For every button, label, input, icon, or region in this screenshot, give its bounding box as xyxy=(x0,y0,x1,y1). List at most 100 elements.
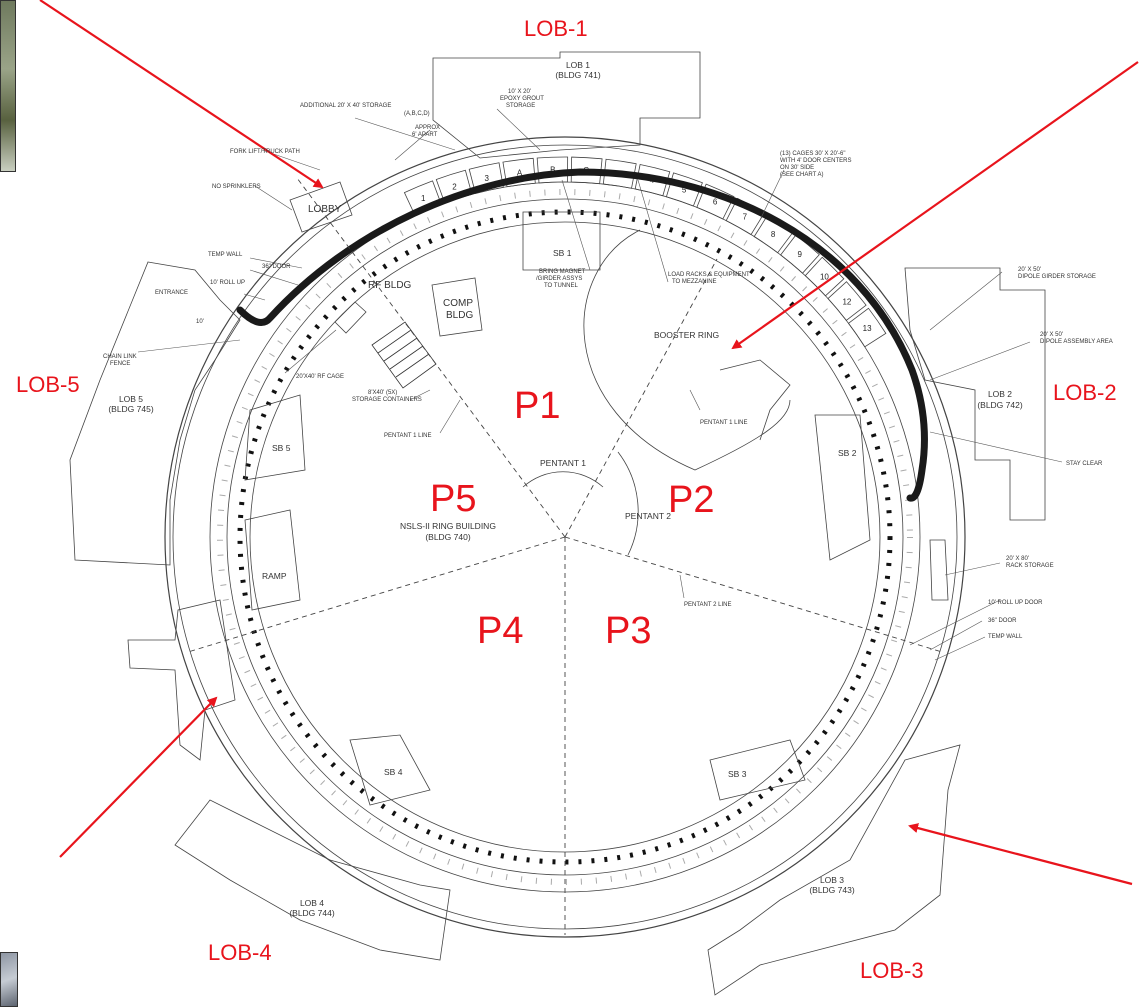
svg-text:20' X 50': 20' X 50' xyxy=(1018,267,1041,273)
svg-text:(BLDG 744): (BLDG 744) xyxy=(289,908,335,918)
cage-label: 13 xyxy=(863,324,872,333)
arrow-bottom-left xyxy=(59,696,218,858)
svg-text:FENCE: FENCE xyxy=(110,361,130,367)
sb2-outline xyxy=(814,414,871,561)
cage-box xyxy=(827,281,867,321)
label-p4: P4 xyxy=(477,610,523,652)
cage-box xyxy=(502,157,536,188)
storage-containers xyxy=(371,321,437,389)
ring-dots xyxy=(237,209,893,865)
svg-text:10' ROLL UP: 10' ROLL UP xyxy=(210,280,245,286)
label-lob4: LOB-4 xyxy=(208,940,272,965)
svg-text:ENTRANCE: ENTRANCE xyxy=(155,290,188,296)
svg-text:(BLDG 740): (BLDG 740) xyxy=(425,532,471,542)
cage-label: 8 xyxy=(771,230,776,239)
label-lob2: LOB-2 xyxy=(1053,380,1117,405)
cage-box xyxy=(665,172,703,207)
lob5-annex xyxy=(127,599,236,761)
sb5-outline xyxy=(244,394,306,481)
svg-text:20' X 50': 20' X 50' xyxy=(1040,332,1063,338)
lob4-outline xyxy=(174,799,451,961)
ramp-outline xyxy=(244,509,301,611)
svg-text:TO MEZZANINE: TO MEZZANINE xyxy=(672,279,717,285)
svg-text:BOOSTER RING: BOOSTER RING xyxy=(654,330,719,340)
label-lob5: LOB-5 xyxy=(16,372,80,397)
svg-text:(BLDG 745): (BLDG 745) xyxy=(108,404,154,414)
svg-text:TO TUNNEL: TO TUNNEL xyxy=(544,283,578,289)
lob1-outline xyxy=(432,51,701,159)
cage-label: 2 xyxy=(452,183,457,192)
svg-text:10': 10' xyxy=(196,319,204,325)
svg-text:20'X40' RF CAGE: 20'X40' RF CAGE xyxy=(296,374,344,380)
cage-label: 5 xyxy=(682,185,687,194)
svg-text:APPROX: APPROX xyxy=(415,125,440,131)
cage-box xyxy=(696,183,735,220)
svg-text:10' X 20': 10' X 20' xyxy=(508,89,531,95)
svg-text:SB 4: SB 4 xyxy=(384,767,403,777)
svg-text:8'X40' (5X): 8'X40' (5X) xyxy=(368,390,397,396)
label-p5: P5 xyxy=(430,478,476,520)
svg-text:(BLDG 742): (BLDG 742) xyxy=(977,400,1023,410)
cage-label: A xyxy=(517,168,523,177)
forklift-path xyxy=(236,168,928,502)
svg-text:PENTANT 1 LINE: PENTANT 1 LINE xyxy=(384,433,431,439)
lob3-outline xyxy=(707,744,961,996)
svg-text:LOB 2: LOB 2 xyxy=(988,389,1012,399)
svg-text:LOB 1: LOB 1 xyxy=(566,60,590,70)
svg-text:20' X 80': 20' X 80' xyxy=(1006,556,1029,562)
svg-text:RF BLDG: RF BLDG xyxy=(368,280,412,291)
svg-text:SB 5: SB 5 xyxy=(272,443,291,453)
svg-text:RAMP: RAMP xyxy=(262,571,287,581)
svg-text:SB 3: SB 3 xyxy=(728,769,747,779)
svg-text:(A,B,C,D): (A,B,C,D) xyxy=(404,111,430,117)
svg-text:6' APART: 6' APART xyxy=(412,132,438,138)
svg-text:LOAD RACKS & EQUIPMENT: LOAD RACKS & EQUIPMENT xyxy=(668,272,750,278)
svg-text:STAY CLEAR: STAY CLEAR xyxy=(1066,461,1103,467)
photo-thumbnail-top xyxy=(0,0,16,172)
arrow-bottom-right xyxy=(908,823,1133,886)
svg-text:NSLS-II RING BUILDING: NSLS-II RING BUILDING xyxy=(400,521,496,531)
cage-label: 9 xyxy=(798,250,803,259)
label-p3: P3 xyxy=(605,610,651,652)
area-labels: LOBBY RF BLDG COMP BLDG BOOSTER RING PEN… xyxy=(262,204,857,779)
cage-label: 12 xyxy=(842,297,851,306)
svg-text:LOB 4: LOB 4 xyxy=(300,898,324,908)
pentant1-arc xyxy=(522,471,604,488)
svg-text:LOB 5: LOB 5 xyxy=(119,394,143,404)
leader-lines xyxy=(137,108,1063,661)
svg-text:36" DOOR: 36" DOOR xyxy=(988,618,1017,624)
svg-text:PENTANT 1: PENTANT 1 xyxy=(540,458,586,468)
svg-text:LOBBY: LOBBY xyxy=(308,204,342,215)
svg-text:SB 1: SB 1 xyxy=(553,248,572,258)
svg-text:PENTANT 2: PENTANT 2 xyxy=(625,511,671,521)
cage-label: B xyxy=(550,166,555,175)
svg-text:COMP: COMP xyxy=(443,298,473,309)
svg-text:CHAIN LINK: CHAIN LINK xyxy=(103,354,137,360)
svg-text:RACK STORAGE: RACK STORAGE xyxy=(1006,563,1054,569)
cage-box xyxy=(468,162,504,194)
cage-label: 6 xyxy=(713,198,718,207)
svg-text:DIPOLE ASSEMBLY AREA: DIPOLE ASSEMBLY AREA xyxy=(1040,339,1113,345)
svg-text:/GIRDER ASSYS: /GIRDER ASSYS xyxy=(536,276,582,282)
pentant-lines xyxy=(187,177,943,935)
svg-text:(BLDG 741): (BLDG 741) xyxy=(555,70,601,80)
arrow-top-right xyxy=(731,61,1139,350)
cage-box xyxy=(634,164,671,197)
svg-text:TEMP WALL: TEMP WALL xyxy=(988,634,1023,640)
svg-text:ADDITIONAL 20' X 40' STORAGE: ADDITIONAL 20' X 40' STORAGE xyxy=(300,103,391,109)
cage-label: 3 xyxy=(484,174,489,183)
cage-box xyxy=(847,307,887,348)
svg-text:NO SPRINKLERS: NO SPRINKLERS xyxy=(212,184,261,190)
building-names: LOB 1 (BLDG 741) LOB 2 (BLDG 742) LOB 3 … xyxy=(108,60,1023,918)
svg-text:FORK LIFT/TRUCK PATH: FORK LIFT/TRUCK PATH xyxy=(230,149,300,155)
label-p1: P1 xyxy=(514,385,560,427)
cage-label: 7 xyxy=(743,213,748,222)
cage-box xyxy=(570,156,603,185)
svg-text:(BLDG 743): (BLDG 743) xyxy=(809,885,855,895)
svg-text:(13) CAGES 30' X 20'-6": (13) CAGES 30' X 20'-6" xyxy=(780,151,845,157)
lob5-outline xyxy=(69,261,241,566)
svg-text:BLDG: BLDG xyxy=(446,310,473,321)
svg-text:PENTANT 1 LINE: PENTANT 1 LINE xyxy=(700,420,747,426)
